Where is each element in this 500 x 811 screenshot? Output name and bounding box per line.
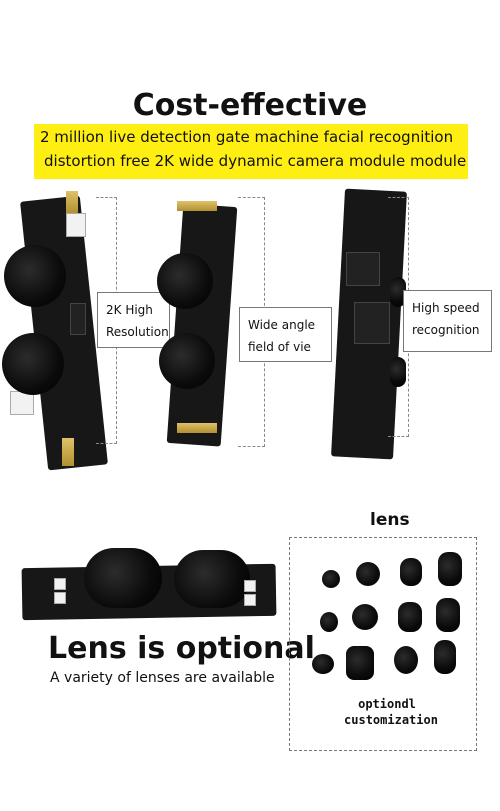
lens-sample-3 — [400, 558, 422, 586]
lens-sample-12 — [434, 640, 456, 674]
lens-sample-5 — [320, 612, 338, 632]
feature-text-3a: High speed — [412, 301, 480, 315]
customization-line-1: optiondl — [358, 697, 416, 711]
lens-sample-1 — [322, 570, 340, 588]
lens-sample-4 — [438, 552, 462, 586]
lens-sample-11 — [394, 646, 418, 674]
lens-optional-title: Lens is optional — [48, 631, 315, 666]
lens-sample-8 — [436, 598, 460, 632]
customization-line-2: customization — [344, 713, 438, 727]
feature-box-high-speed: High speed recognition — [403, 290, 492, 352]
camera-module-dual-lens-1 — [2, 183, 114, 478]
feature-box-high-resolution: 2K High Resolution — [97, 292, 170, 348]
feature-text-1a: 2K High — [106, 303, 153, 317]
lens-optional-subtitle: A variety of lenses are available — [50, 670, 275, 686]
feature-text-3b: recognition — [412, 323, 480, 337]
lens-sample-9 — [312, 654, 334, 674]
lens-sample-2 — [356, 562, 380, 586]
subtitle-line-2: distortion free 2K wide dynamic camera m… — [44, 152, 467, 170]
subtitle-banner — [34, 124, 468, 179]
camera-module-dual-lens-2 — [155, 193, 240, 448]
lens-sample-6 — [352, 604, 378, 630]
feature-box-wide-angle: Wide angle field of vie — [239, 307, 332, 362]
page-title: Cost-effective — [132, 88, 368, 123]
subtitle-line-1: 2 million live detection gate machine fa… — [40, 128, 454, 146]
lens-section-title: lens — [370, 510, 410, 530]
feature-text-1b: Resolution — [106, 325, 169, 339]
camera-module-board-back — [328, 182, 410, 462]
camera-module-horizontal — [18, 548, 280, 628]
lens-sample-10 — [346, 646, 374, 680]
lens-options-panel — [289, 537, 477, 751]
feature-text-2a: Wide angle — [248, 318, 316, 332]
lens-sample-7 — [398, 602, 422, 632]
feature-text-2b: field of vie — [248, 340, 311, 354]
